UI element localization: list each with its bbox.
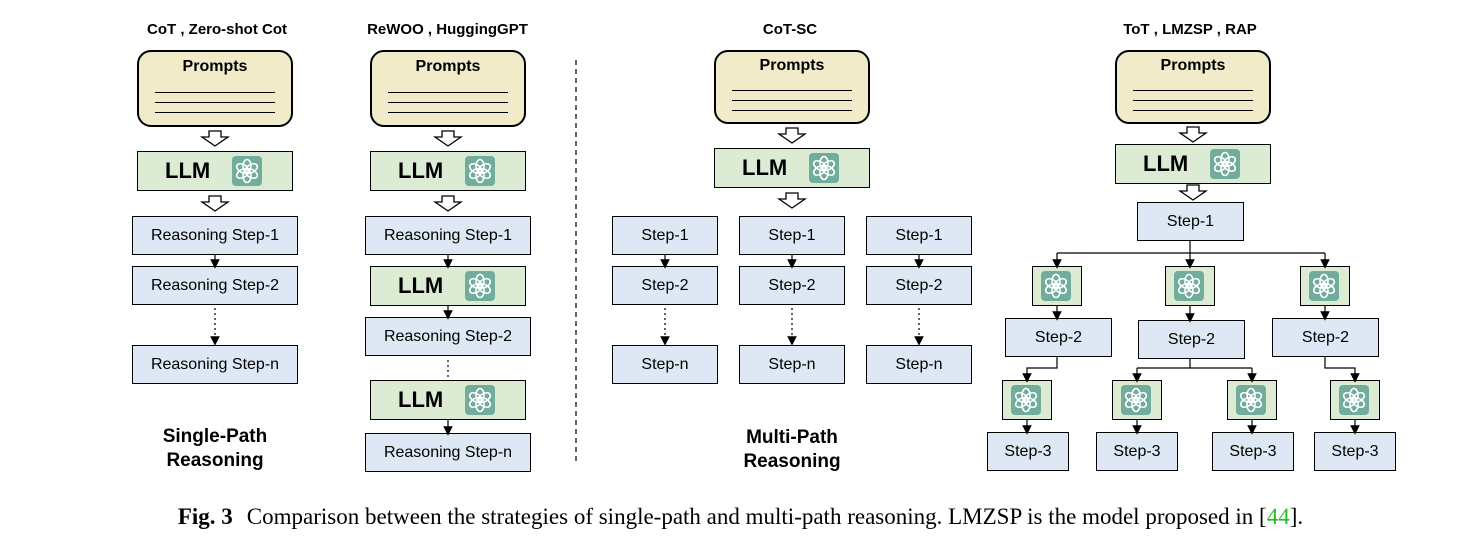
citation-link[interactable]: 44 <box>1266 504 1290 529</box>
ref-close: ]. <box>1289 504 1304 529</box>
prompt-box-col3: Prompts <box>714 50 870 124</box>
step-1-path-c: Step-1 <box>866 216 972 255</box>
tree-llm-box <box>1032 266 1082 306</box>
llm-label: LLM <box>398 387 444 412</box>
column-title-cot-sc: CoT-SC <box>762 21 818 38</box>
llm-label: LLM <box>742 155 788 180</box>
block-arrow <box>432 130 464 147</box>
multi-path-line2: Reasoning <box>743 451 841 472</box>
prompt-label: Prompts <box>182 58 248 75</box>
single-path-line2: Reasoning <box>166 450 264 471</box>
llm-label: LLM <box>1143 151 1189 176</box>
column-title-rewoo: ReWOO , HuggingGPT <box>367 21 528 38</box>
tree-step-1: Step-1 <box>1137 202 1244 241</box>
step-1-path-a: Step-1 <box>612 216 718 255</box>
tree-step-3: Step-3 <box>1314 432 1396 471</box>
block-arrow <box>776 127 808 144</box>
figure-caption: Fig. 3 Comparison between the strategies … <box>0 504 1481 530</box>
openai-icon <box>1121 385 1151 415</box>
llm-label: LLM <box>398 158 444 183</box>
single-path-line1: Single-Path <box>162 426 268 447</box>
openai-icon <box>1339 385 1369 415</box>
block-arrow <box>776 192 808 209</box>
prompt-box-col2: Prompts <box>370 50 526 127</box>
block-arrow <box>199 130 231 147</box>
tree-llm-box <box>1165 266 1215 306</box>
block-arrow <box>1177 184 1209 201</box>
prompt-box-col1: Prompts <box>137 50 293 127</box>
prompt-label: Prompts <box>759 57 825 74</box>
llm-box-col3: LLM <box>714 148 870 188</box>
openai-icon <box>1174 271 1204 301</box>
block-arrow <box>199 195 231 212</box>
step-1-path-b: Step-1 <box>739 216 845 255</box>
step-2-path-b: Step-2 <box>739 266 845 305</box>
llm-box-col2-3: LLM <box>370 380 526 420</box>
tree-step-3: Step-3 <box>1096 432 1178 471</box>
step-n-path-a: Step-n <box>612 345 718 384</box>
prompt-label: Prompts <box>415 58 481 75</box>
tree-llm-box <box>1227 380 1277 420</box>
llm-box-col4: LLM <box>1115 144 1271 184</box>
column-title-tot: ToT , LMZSP , RAP <box>1123 21 1257 38</box>
ref-open: [ <box>1259 504 1267 529</box>
llm-label: LLM <box>165 158 211 183</box>
tree-step-2-middle: Step-2 <box>1138 320 1245 359</box>
tree-llm-box <box>1112 380 1162 420</box>
step-2-path-a: Step-2 <box>612 266 718 305</box>
tree-llm-box <box>1002 380 1052 420</box>
tree-llm-box <box>1300 266 1350 306</box>
llm-box-col1: LLM <box>137 151 293 191</box>
tree-llm-box <box>1330 380 1380 420</box>
block-arrow <box>432 195 464 212</box>
openai-icon <box>1210 149 1240 179</box>
figure-number: Fig. 3 <box>177 504 233 529</box>
prompt-label: Prompts <box>1160 57 1226 74</box>
caption-text: Comparison between the strategies of sin… <box>246 504 1260 529</box>
openai-icon <box>465 156 495 186</box>
openai-icon <box>809 153 839 183</box>
tree-connector <box>1022 357 1058 383</box>
column-title-cot: CoT , Zero-shot Cot <box>147 21 287 38</box>
multi-path-label: Multi-Path Reasoning <box>712 426 872 474</box>
tree-step-3: Step-3 <box>987 432 1069 471</box>
openai-icon <box>465 271 495 301</box>
prompt-box-col4: Prompts <box>1115 50 1271 124</box>
openai-icon <box>1011 385 1041 415</box>
llm-label: LLM <box>398 273 444 298</box>
reasoning-step-2: Reasoning Step-2 <box>365 317 531 356</box>
tree-connector <box>1324 357 1360 383</box>
openai-icon <box>1236 385 1266 415</box>
reasoning-step-2: Reasoning Step-2 <box>132 266 298 305</box>
step-n-path-c: Step-n <box>866 345 972 384</box>
openai-icon <box>1041 271 1071 301</box>
multi-path-line1: Multi-Path <box>746 427 838 448</box>
openai-icon <box>465 385 495 415</box>
openai-icon <box>232 156 262 186</box>
openai-icon <box>1309 271 1339 301</box>
single-path-label: Single-Path Reasoning <box>135 425 295 473</box>
reasoning-step-1: Reasoning Step-1 <box>132 216 298 255</box>
tree-step-3: Step-3 <box>1212 432 1294 471</box>
block-arrow <box>1177 126 1209 143</box>
llm-box-col2-1: LLM <box>370 151 526 191</box>
step-2-path-c: Step-2 <box>866 266 972 305</box>
reasoning-step-1: Reasoning Step-1 <box>365 216 531 255</box>
